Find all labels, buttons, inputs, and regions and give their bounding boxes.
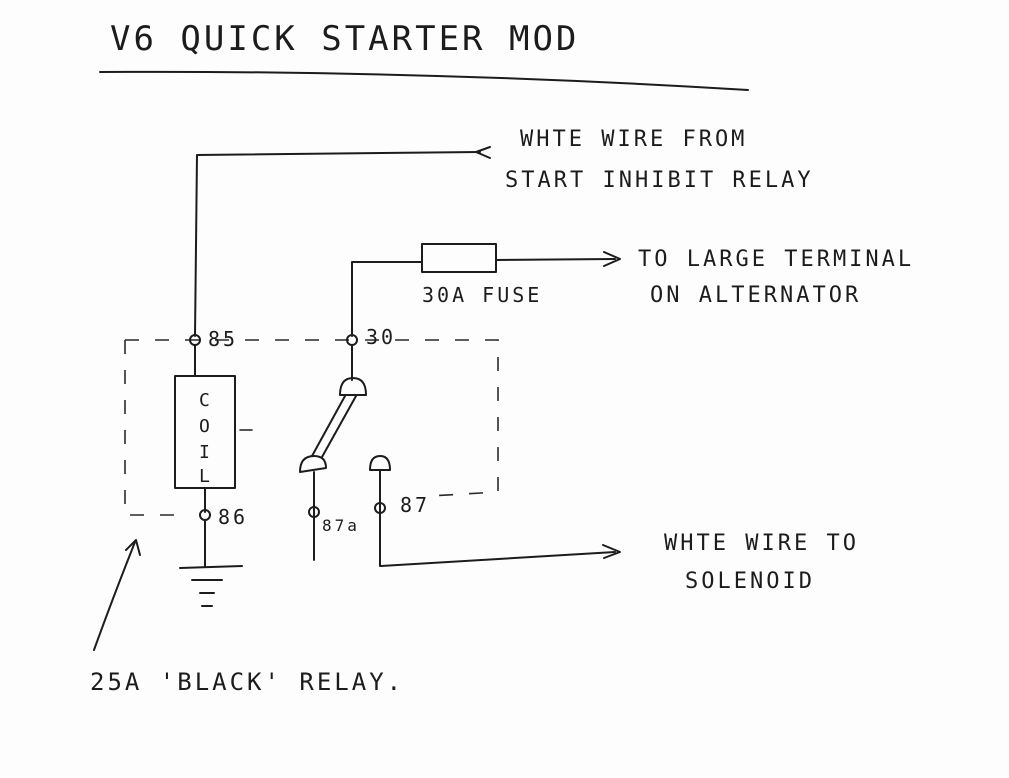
terminal-85-label: 85: [208, 327, 238, 351]
switch-contact-nc: [299, 455, 327, 473]
coil-letter-2: O: [199, 416, 213, 437]
arrow-solenoid-icon: [602, 544, 621, 559]
relay-pointer-line: [93, 541, 136, 651]
title-underline: [99, 70, 749, 91]
terminal-87-node: [374, 502, 386, 514]
coil-letter-4: L: [199, 466, 213, 487]
terminal-30-label: 30: [366, 325, 396, 349]
wire-30-to-fuse: [351, 261, 423, 337]
arrow-inhibit-icon: [475, 146, 491, 159]
relay-outline-top: [125, 339, 499, 497]
label-white-wire-from-2: START INHIBIT RELAY: [505, 168, 814, 193]
label-white-wire-to-2: SOLENOID: [685, 569, 815, 594]
wire-fuse-to-alternator: [495, 258, 616, 261]
arrow-alternator-icon: [603, 251, 621, 267]
coil-letter-1: C: [199, 390, 213, 411]
label-white-wire-to-1: WHTE WIRE TO: [664, 531, 859, 556]
fuse-symbol: [421, 243, 497, 273]
terminal-87a-label: 87a: [322, 516, 360, 535]
label-relay: 25A 'BLACK' RELAY.: [90, 668, 404, 696]
relay-outline-left: [124, 340, 190, 516]
relay-pointer-arrow-icon: [125, 539, 141, 556]
label-fuse: 30A FUSE: [422, 283, 542, 307]
terminal-86-label: 86: [218, 505, 248, 529]
terminal-87a-node: [308, 506, 320, 518]
label-to-large-terminal-1: TO LARGE TERMINAL: [638, 247, 914, 272]
coil-letter-3: I: [199, 442, 213, 463]
switch-arm: [311, 395, 357, 458]
ground-icon: [179, 565, 243, 607]
label-to-large-terminal-2: ON ALTERNATOR: [650, 283, 861, 308]
diagram-title: V6 QUICK STARTER MOD: [110, 19, 579, 59]
terminal-87-label: 87: [400, 493, 430, 517]
switch-pivot: [339, 377, 367, 396]
switch-contact-no: [369, 455, 391, 471]
wire-85-input: [194, 151, 481, 337]
label-white-wire-from-1: WHTE WIRE FROM: [520, 127, 747, 152]
